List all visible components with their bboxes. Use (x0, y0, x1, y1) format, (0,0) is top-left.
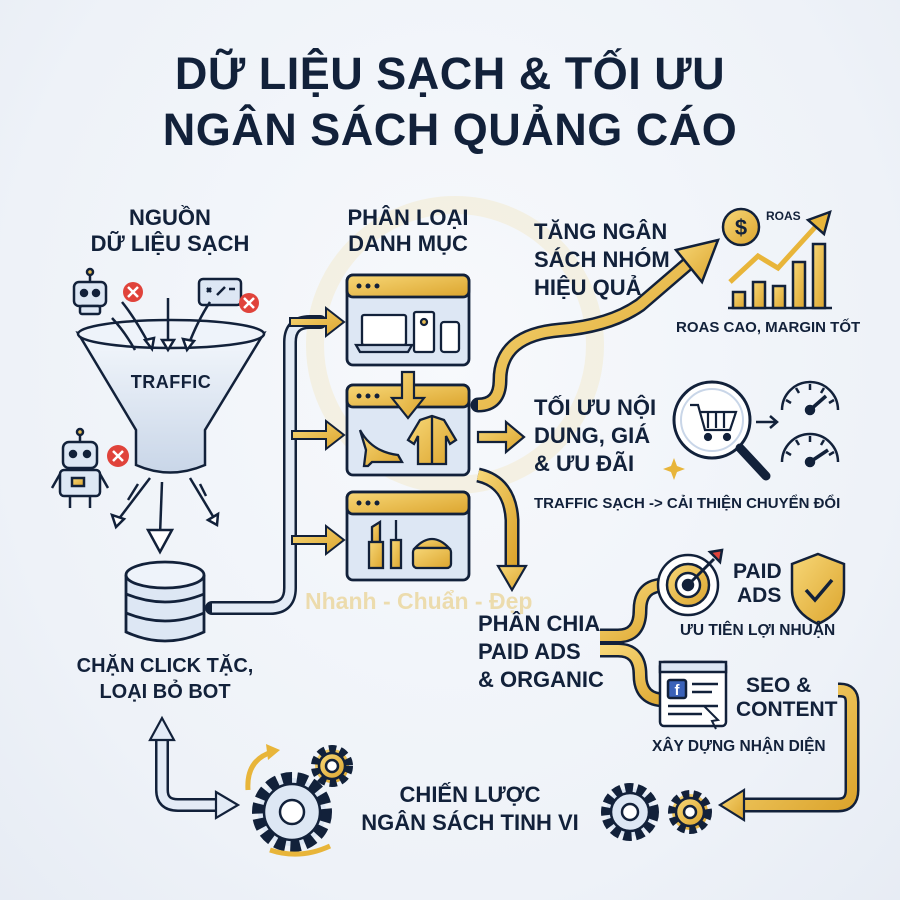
increase-heading-line1: TĂNG NGÂN (534, 219, 668, 244)
source-heading-line2: DỮ LIỆU SẠCH (90, 231, 250, 256)
split-heading-line3: & ORGANIC (478, 667, 604, 692)
cart-icon (690, 403, 738, 442)
cream-jar-icon (411, 537, 453, 570)
paid-ads-label-line2: ADS (737, 584, 782, 607)
roas-caption: ROAS CAO, MARGIN TỐT (676, 319, 861, 336)
robot-icon (50, 427, 110, 508)
funnel-icon (75, 318, 267, 474)
svg-text:f: f (675, 682, 681, 699)
classify-heading-line1: PHÂN LOẠI (347, 205, 469, 230)
category-down-arrow (389, 370, 427, 420)
category-window-fashion (345, 383, 471, 477)
sparkle-icon (663, 458, 685, 480)
page-title-line2: NGÂN SÁCH QUẢNG CÁO (162, 104, 738, 155)
arrow-to-optimize (476, 419, 526, 455)
heels-icon (358, 429, 404, 468)
database-icon (124, 560, 206, 643)
block-label-line1: CHẶN CLICK TẶC, (76, 655, 254, 677)
captcha-icon (197, 277, 243, 307)
page-title-line1: DỮ LIỆU SẠCH & TỐI ƯU (174, 48, 726, 99)
optimize-heading-line3: & ƯU ĐÃI (534, 451, 635, 476)
cancel-icon (123, 282, 143, 302)
magnifier-icon (672, 380, 771, 481)
laptop-icon (354, 313, 414, 354)
paid-ads-label-line1: PAID (733, 560, 782, 583)
block-label-line2: LOẠI BỎ BOT (99, 681, 231, 703)
gauge-icon (780, 432, 840, 468)
gears-icon (245, 744, 353, 857)
arrow-right-icon (756, 415, 779, 429)
branch-connector (600, 577, 680, 708)
watermark-text: Nhanh - Chuẩn - Đẹp (305, 588, 533, 614)
return-loop-arrow (717, 682, 860, 822)
bar-chart-icon (728, 210, 832, 310)
robot-icon (72, 267, 108, 316)
funnel-outflow-arrows (110, 477, 220, 555)
strategy-label-line2: NGÂN SÁCH TINH VI (361, 810, 579, 835)
seo-caption: XÂY DỰNG NHẬN DIỆN (652, 738, 826, 755)
mascara-icon (389, 520, 403, 570)
watermark-logo (306, 196, 604, 494)
split-heading-line1: PHÂN CHIA (478, 611, 601, 636)
target-icon (656, 548, 724, 617)
dollar-coin-icon: $ (721, 207, 761, 247)
increase-heading-line3: HIỆU QUẢ (534, 275, 642, 300)
seo-label-line1: SEO & (746, 674, 812, 697)
optimize-caption: TRAFFIC SẠCH -> CẢI THIỆN CHUYỂN ĐỔI (534, 495, 841, 512)
loop-to-database-arrow (148, 715, 241, 820)
svg-text:$: $ (735, 215, 747, 240)
strategy-label-line1: CHIẾN LƯỢC (399, 782, 541, 807)
seo-label-line2: CONTENT (736, 698, 838, 721)
increase-heading-line2: SÁCH NHÓM (534, 247, 670, 272)
arrow-to-increase-budget (470, 238, 721, 413)
coat-icon (406, 414, 458, 466)
optimize-heading-line1: TỐI ƯU NỘI (534, 395, 657, 420)
category-window-cosmetics (345, 490, 471, 582)
classify-heading-line2: DANH MỤC (348, 231, 468, 256)
phone-icon (439, 320, 461, 354)
arrow-to-split (475, 467, 528, 593)
desktop-icon (412, 310, 436, 354)
facebook-page-icon: f (658, 660, 728, 730)
flow-branch-arrows (289, 305, 346, 557)
optimize-heading-line2: DUNG, GIÁ (534, 423, 651, 448)
cancel-icon (239, 293, 259, 313)
paid-ads-caption: ƯU TIÊN LỢI NHUẬN (680, 622, 836, 639)
funnel-inflow-arrows (111, 298, 212, 353)
roas-badge: ROAS (766, 209, 801, 223)
split-heading-line2: PAID ADS (478, 639, 581, 664)
funnel-label: TRAFFIC (130, 372, 212, 392)
gears-icon (601, 783, 712, 841)
category-window-electronics (345, 273, 471, 367)
shield-check-icon (790, 552, 846, 626)
lipstick-icon (367, 519, 385, 570)
source-heading-line1: NGUỒN (129, 205, 211, 230)
cancel-icon (107, 445, 129, 467)
gauge-icon (780, 380, 840, 416)
